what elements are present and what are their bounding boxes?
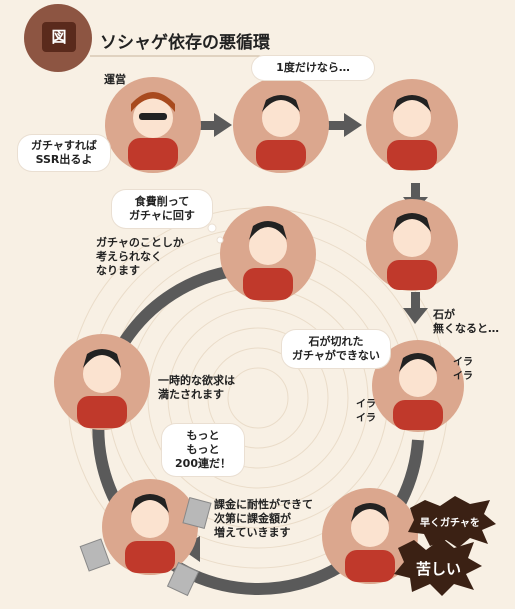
label-painful: 苦しい [416, 560, 462, 578]
bubble-cut-food: 食費削って ガチャに回す [112, 190, 212, 228]
figure-5 [243, 221, 293, 300]
burst-painful [394, 538, 482, 596]
figure-badge: 図 [42, 22, 76, 52]
diagram-title: ソシャゲ依存の悪循環 [100, 33, 270, 53]
bubble-more: もっと もっと 200連だ！ [162, 424, 244, 476]
figure-operator [128, 92, 178, 170]
label-temp-satisfied: 一時的な欲求は 満たされます [158, 374, 235, 401]
label-only-gacha: ガチャのことしか 考えられなく なります [96, 236, 184, 277]
figure-7 [393, 353, 443, 430]
bubble-gacha-ssr: ガチャすれば SSR出るよ [18, 135, 110, 171]
figure-4 [387, 213, 437, 290]
label-no-stones: 石が 無くなると… [433, 308, 499, 335]
figure-6 [77, 349, 127, 428]
burst-hurry [408, 496, 496, 548]
thought-dots [207, 223, 224, 244]
bubble-stones-out: 石が切れた ガチャができない [282, 330, 390, 368]
label-operator: 運営 [104, 73, 126, 86]
label-ira-right: イラ イラ [453, 357, 473, 382]
figure-8 [125, 494, 175, 573]
label-ira-left: イラ イラ [356, 399, 376, 424]
figure-2 [256, 95, 306, 170]
label-tolerance: 課金に耐性ができて 次第に課金額が 増えていきます [214, 498, 313, 539]
gacha-packs [79, 496, 212, 597]
figure-3 [387, 95, 437, 170]
figure-9 [345, 503, 395, 582]
bubble-just-once: 1度だけなら… [252, 56, 374, 80]
label-hurry-gacha: 早くガチャを [420, 518, 480, 529]
figures [77, 92, 443, 582]
